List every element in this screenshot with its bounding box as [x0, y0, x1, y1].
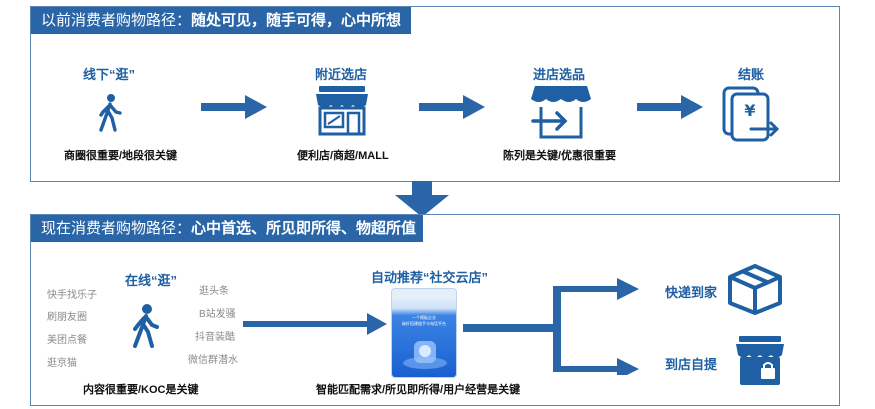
- package-box-icon: [728, 264, 782, 315]
- current-path-panel: 现在消费者购物路径：心中首选、所见即所得、物超所值 在线“逛” 快手找乐子 刷朋…: [30, 214, 840, 406]
- stage-nearby-title: 附近选店: [315, 67, 368, 82]
- previous-path-panel: 以前消费者购物路径：随处可见，随手可得，心中所想 线下“逛” 商圈很重要/地段很…: [30, 6, 840, 182]
- walking-person-icon: [133, 304, 159, 348]
- stage-instore-title: 进店选品: [533, 67, 586, 82]
- social-cloud-store-title: 自动推荐“社交云店”: [371, 270, 489, 285]
- flow-arrow-2: [419, 95, 485, 119]
- right-app-item: 微信群潜水: [188, 355, 238, 366]
- transition-down-arrow: [395, 181, 449, 217]
- online-browse-title: 在线“逛”: [125, 273, 178, 288]
- stage-nearby-caption: 便利店/商超/MALL: [297, 150, 389, 162]
- stage-checkout-title: 结账: [738, 67, 765, 82]
- phone-line: 一个模板企业: [412, 315, 436, 320]
- phone-status-bar: [392, 289, 456, 299]
- yen-checkout-icon: ¥: [722, 86, 780, 142]
- phone-screen-mockup: 一个模板企业 碳纤搭建链手卡电话平台: [391, 288, 457, 378]
- online-browse-caption: 内容很重要/KOC是关键: [83, 384, 199, 396]
- stage-offline-caption: 商圈很重要/地段很关键: [64, 150, 178, 162]
- stage-instore-caption: 陈列是关键/优惠很重要: [503, 150, 617, 162]
- walking-person-icon: [99, 94, 122, 132]
- current-path-banner: 现在消费者购物路径：心中首选、所见即所得、物超所值: [31, 215, 423, 242]
- flow-arrow-4: [243, 313, 387, 335]
- phone-illustration: [403, 341, 447, 369]
- flow-arrow-3: [637, 95, 703, 119]
- svg-text:¥: ¥: [744, 101, 755, 120]
- left-app-item: 刷朋友圈: [47, 312, 87, 323]
- previous-path-banner-prefix: 以前消费者购物路径：: [41, 12, 192, 29]
- social-cloud-store-caption: 智能匹配需求/所见即所得/用户经营是关键: [316, 384, 521, 396]
- current-path-banner-emphasis: 心中首选、所见即所得、物超所值: [191, 220, 417, 237]
- flow-arrow-1: [201, 95, 267, 119]
- left-app-item: 快手找乐子: [47, 290, 97, 301]
- current-path-banner-prefix: 现在消费者购物路径：: [41, 220, 192, 237]
- store-pickup-icon: [736, 336, 784, 385]
- left-app-item: 逛京猫: [47, 358, 77, 369]
- enter-store-icon: [531, 86, 591, 139]
- right-app-item: 逛头条: [199, 286, 229, 297]
- storefront-icon: [316, 86, 368, 136]
- right-app-item: 抖音装酷: [195, 332, 235, 343]
- home-delivery-label: 快递到家: [665, 285, 718, 300]
- left-app-item: 美团点餐: [47, 335, 87, 346]
- phone-headline: 一个模板企业 碳纤搭建链手卡电话平台: [392, 315, 456, 327]
- previous-path-banner-emphasis: 随处可见，随手可得，心中所想: [191, 12, 402, 29]
- phone-line: 碳纤搭建链手卡电话平台: [402, 321, 446, 326]
- stage-offline-title: 线下“逛”: [83, 67, 136, 82]
- right-app-item: B站发骚: [199, 309, 236, 320]
- previous-path-banner: 以前消费者购物路径：随处可见，随手可得，心中所想: [31, 7, 411, 34]
- store-pickup-label: 到店自提: [665, 357, 718, 372]
- branch-connector: [463, 278, 639, 375]
